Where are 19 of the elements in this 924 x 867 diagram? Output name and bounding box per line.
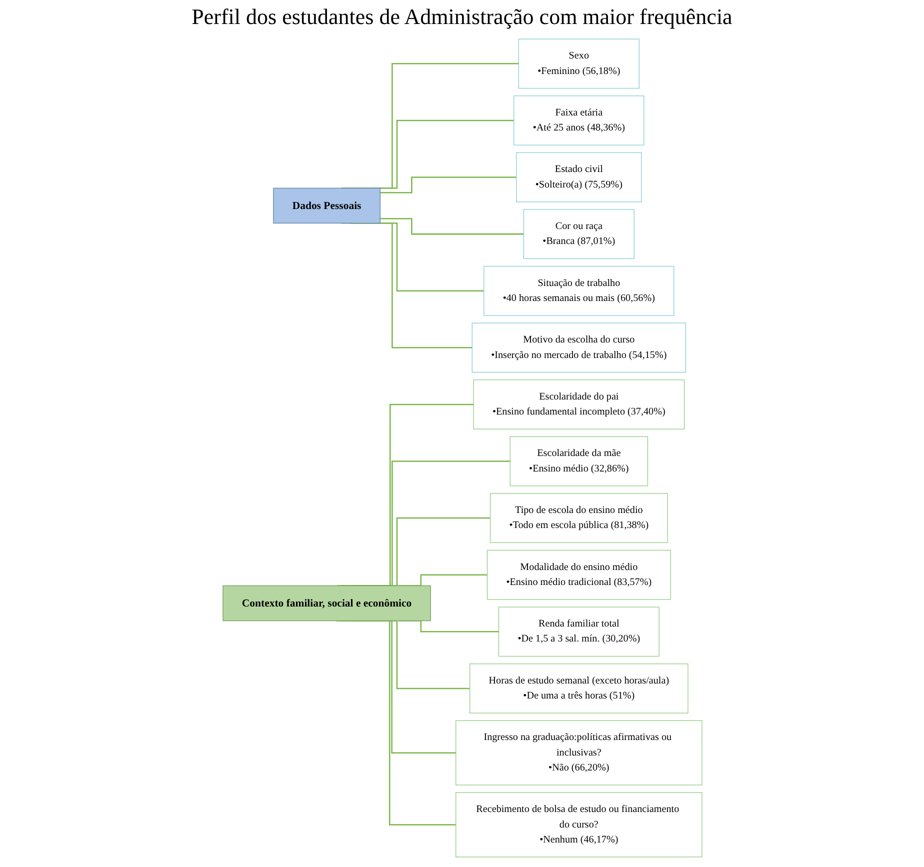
node-box: Dados Pessoais [272,188,380,224]
node-box: Motivo da escolha do curso •Inserção no mercado de trabalho (54,15%) [471,322,686,373]
node-box: Sexo •Feminino (56,18%) [518,38,639,89]
node-box: Faixa etária •Até 25 anos (48,36%) [513,96,644,146]
node-box: Ingresso na graduação:políticas afirmativas ou inclusivas? •Não (66,20%) [455,720,702,786]
node-box: Horas de estudo semanal (exceto horas/aula) •De uma a três horas (51%) [469,664,688,714]
node-box: Escolaridade do pai •Ensino fundamental incompleto (37,40%) [472,380,684,430]
node-box: Renda familiar total •De 1,5 a 3 sal. mín. (30,20%) [498,606,659,657]
node-box: Estado civil •Solteiro(a) (75,59%) [516,152,642,202]
node-box: Contexto familiar, social e econômico [222,585,430,622]
node-box: Cor ou raça •Branca (87,01%) [522,209,634,259]
node-box: Escolaridade da mãe •Ensino médio (32,86%) [509,436,648,486]
node-box: Situação de trabalho •40 horas semanais ou mais (60,56%) [483,266,674,316]
node-box: Recebimento de bolsa de estudo ou financiamento do curso? •Nenhum (46,17%) [455,792,702,858]
connector [380,218,524,235]
node-box: Tipo de escola do ensino médio •Todo em escola pública (81,38%) [490,493,668,543]
node-box: Modalidade do ensino médio •Ensino médio tradicional (83,57%) [486,550,670,600]
diagram-title: Perfil dos estudantes de Administração com maior frequência [190,3,734,31]
connector [380,176,516,194]
